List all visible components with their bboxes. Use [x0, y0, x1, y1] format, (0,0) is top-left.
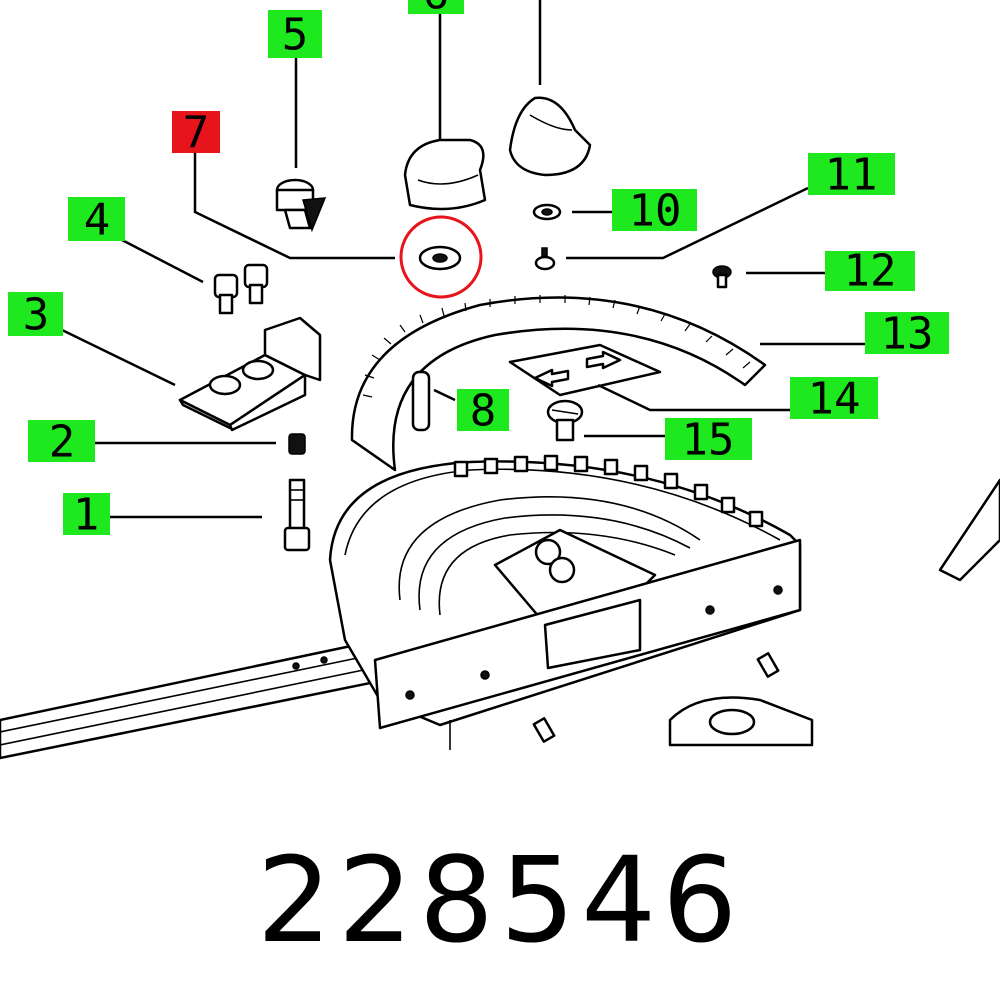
- callout-12: 12: [825, 246, 915, 297]
- exploded-parts-diagram: 1 2 3 4 5 6 7 8 10 11 12 13: [0, 0, 1000, 760]
- callout-6: 6: [408, 0, 464, 20]
- svg-text:5: 5: [282, 10, 309, 61]
- plug-part-5: [275, 178, 327, 233]
- svg-text:11: 11: [825, 150, 878, 201]
- callout-15: 15: [665, 415, 752, 466]
- callout-4: 4: [68, 195, 125, 246]
- callout-7: 7: [172, 108, 220, 159]
- screw-part-11: [534, 247, 556, 271]
- screw-part-12: [712, 265, 732, 289]
- callout-13: 13: [865, 309, 949, 360]
- stop-arm-edge: [938, 478, 1000, 582]
- washer-part-10: [532, 203, 562, 221]
- set-screw-part-2: [288, 433, 306, 455]
- svg-text:2: 2: [49, 417, 76, 468]
- callout-10: 10: [612, 186, 697, 237]
- pin-lower-right: [756, 652, 780, 678]
- svg-text:6: 6: [423, 0, 450, 20]
- svg-text:10: 10: [629, 186, 682, 237]
- knob-part-9: [508, 96, 592, 177]
- pin-lower-left: [532, 717, 556, 743]
- protractor-teeth: [453, 454, 764, 528]
- svg-text:7: 7: [183, 108, 210, 159]
- svg-text:4: 4: [84, 195, 111, 246]
- guide-rail: [0, 640, 387, 760]
- protractor-base: [328, 454, 802, 750]
- callout-2: 2: [28, 417, 95, 468]
- svg-text:1: 1: [73, 490, 100, 541]
- scale-ticks: [362, 295, 751, 398]
- callout-1: 1: [63, 490, 110, 541]
- bracket-lower-right: [668, 696, 814, 747]
- callout-11: 11: [808, 150, 895, 201]
- washer-part-7: [399, 215, 483, 299]
- highlight-circle: [399, 215, 483, 299]
- svg-text:12: 12: [844, 246, 897, 297]
- svg-text:8: 8: [470, 386, 497, 437]
- leader-lines: [61, 0, 865, 519]
- callout-3: 3: [8, 290, 63, 341]
- svg-text:3: 3: [23, 290, 50, 341]
- callout-14: 14: [790, 374, 878, 425]
- arrow-label-plate: [508, 343, 662, 397]
- pin-part-8: [411, 370, 431, 432]
- callout-8: 8: [457, 386, 509, 437]
- part-number: 228546: [256, 831, 744, 969]
- svg-text:15: 15: [682, 415, 735, 466]
- knob-part-6: [403, 138, 487, 211]
- svg-text:14: 14: [808, 374, 861, 425]
- screw-part-15: [546, 399, 584, 442]
- cap-screws-part-4: [213, 263, 269, 315]
- clamp-block-part-3: [178, 316, 322, 432]
- svg-text:13: 13: [881, 309, 934, 360]
- callout-5: 5: [268, 10, 322, 61]
- scale-arc: [350, 295, 767, 472]
- screw-part-1: [283, 478, 311, 552]
